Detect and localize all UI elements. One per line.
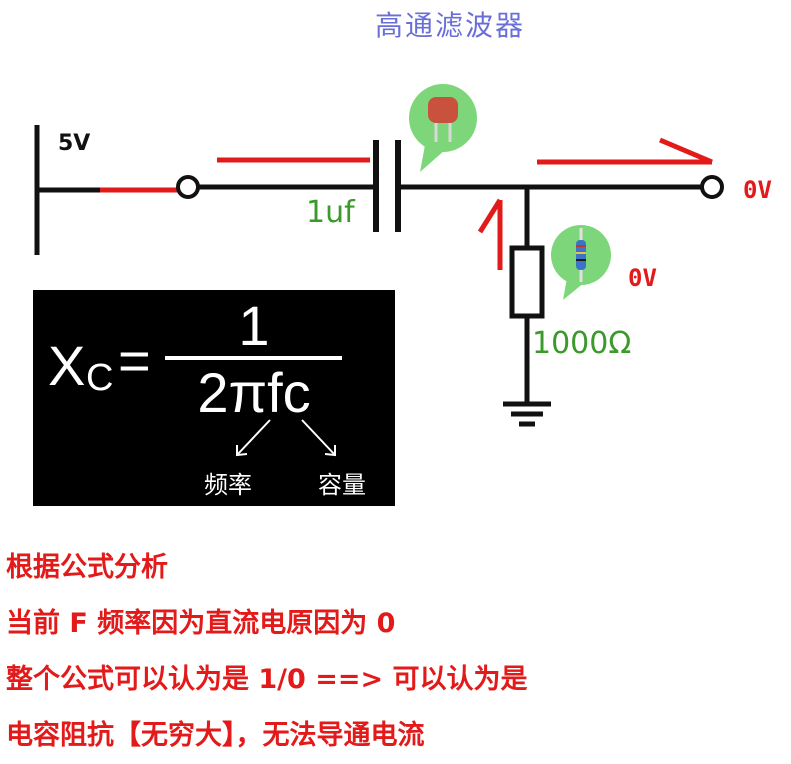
formula-capacity-label: 容量 [318, 471, 366, 499]
circuit-diagram: 高通滤波器 5V 1uf 0V 1000Ω [33, 9, 772, 506]
resistor-value-label: 1000Ω [532, 326, 631, 361]
note-line-4: 电容阻抗【无穷大】，无法导通电流 [6, 720, 425, 751]
ceramic-capacitor-icon [409, 84, 477, 172]
source-terminal [34, 125, 178, 255]
source-voltage-label: 5V [58, 131, 90, 156]
formula-numerator: 1 [238, 294, 269, 357]
formula-box: X C = 1 2πfc 频率 容量 [33, 290, 395, 506]
note-line-1: 根据公式分析 [6, 552, 168, 583]
formula-denominator: 2πfc [197, 361, 310, 424]
formula-arrow-left [236, 419, 271, 457]
resistor-symbol [509, 245, 545, 319]
note-line-3: 整个公式可以认为是 1/0 ==> 可以认为是 [6, 664, 528, 695]
input-node [176, 175, 200, 199]
note-line-2: 当前 F 频率因为直流电原因为 0 [6, 608, 396, 639]
diagram-title: 高通滤波器 [375, 9, 525, 42]
formula-equals: = [118, 329, 151, 392]
capacitor-value-label: 1uf [306, 195, 356, 230]
resistor-voltage-label: 0V [628, 264, 657, 292]
output-node [700, 175, 724, 199]
formula-frequency-label: 频率 [204, 471, 252, 499]
analysis-notes: 根据公式分析 当前 F 频率因为直流电原因为 0 整个公式可以认为是 1/0 =… [6, 540, 786, 764]
current-arrow-output [537, 137, 713, 165]
current-arrow-branch [477, 198, 503, 270]
formula-lhs-sub: C [86, 357, 113, 399]
output-voltage-label: 0V [743, 176, 772, 204]
formula-arrow-right [301, 419, 336, 457]
capacitor-symbol [373, 140, 401, 232]
resistor-icon [551, 225, 611, 300]
ground-icon [503, 401, 551, 427]
formula-lhs-main: X [48, 334, 85, 397]
